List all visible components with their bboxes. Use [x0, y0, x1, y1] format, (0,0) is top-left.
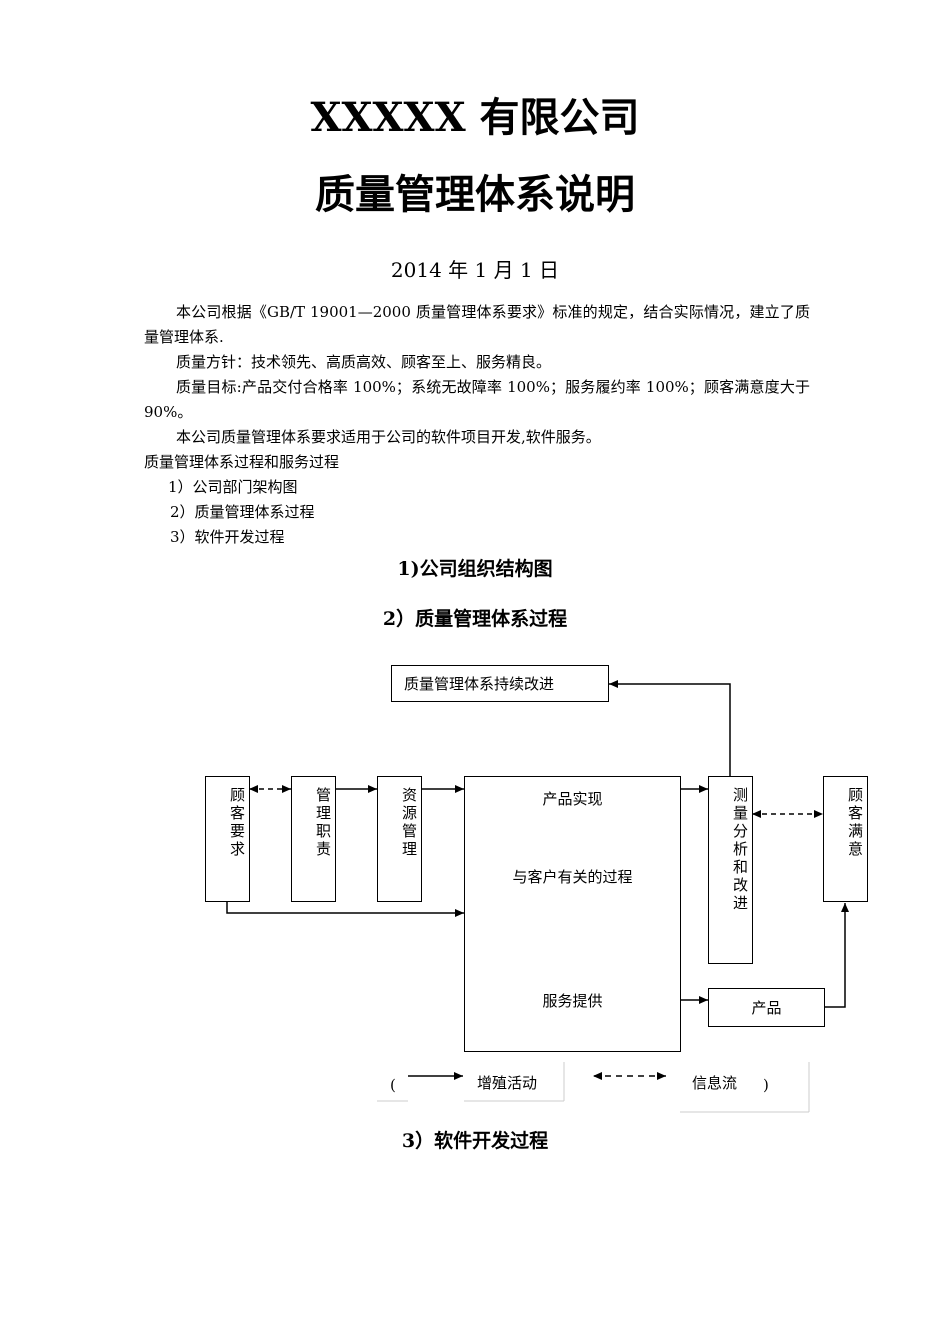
- company-title: XXXXX 有限公司: [310, 94, 640, 141]
- process-heading: 质量管理体系过程和服务过程: [144, 453, 340, 471]
- legend-value-added: 增殖活动: [477, 1074, 538, 1092]
- management-responsibility-box: 管理职责: [291, 776, 336, 902]
- customer-requirements-box: 顾客要求: [205, 776, 250, 902]
- list-item: 3）软件开发过程: [170, 528, 285, 546]
- customer-satisfaction-box: 顾客满意: [823, 776, 868, 902]
- section-heading-qms-process: 2）质量管理体系过程: [382, 608, 568, 630]
- measurement-analysis-box: 测量分析和改进: [708, 776, 753, 964]
- box-label: 顾客要求: [228, 787, 246, 859]
- quality-objective: 质量目标:产品交付合格率 100%；系统无故障率 100%；服务履约率 100%…: [144, 378, 810, 421]
- product-box: 产品: [708, 988, 825, 1027]
- resource-management-box: 资源管理: [377, 776, 422, 902]
- scope-paragraph: 本公司质量管理体系要求适用于公司的软件项目开发,软件服务。: [176, 428, 601, 446]
- legend-open-paren: (: [390, 1076, 396, 1094]
- box-label: 产品: [751, 999, 782, 1017]
- service-provision-label: 服务提供: [542, 992, 603, 1010]
- list-item: 2）质量管理体系过程: [170, 503, 315, 521]
- quality-policy: 质量方针：技术领先、高质高效、顾客至上、服务精良。: [176, 353, 552, 371]
- box-label: 管理职责: [314, 787, 332, 859]
- body-text: 本公司根据《GB/T 19001—2000 质量管理体系要求》标准的规定，结合实…: [144, 300, 810, 550]
- section-heading-dev-process: 3）软件开发过程: [401, 1130, 549, 1152]
- product-realization-box: 产品实现 与客户有关的过程 服务提供: [464, 776, 681, 1052]
- continuous-improvement-box: 质量管理体系持续改进: [391, 665, 609, 702]
- list-item: 1）公司部门架构图: [168, 478, 298, 496]
- document-date: 2014 年 1 月 1 日: [390, 258, 560, 282]
- intro-paragraph: 本公司根据《GB/T 19001—2000 质量管理体系要求》标准的规定，结合实…: [144, 303, 810, 346]
- section-heading-org-chart: 1)公司组织结构图: [397, 558, 553, 580]
- legend-close-paren: ): [763, 1076, 769, 1094]
- box-label: 测量分析和改进: [731, 787, 749, 913]
- box-label: 产品实现: [542, 790, 603, 808]
- box-label: 顾客满意: [846, 787, 864, 859]
- customer-process-label: 与客户有关的过程: [512, 868, 633, 886]
- legend-info-flow: 信息流: [692, 1074, 738, 1092]
- box-label: 质量管理体系持续改进: [404, 675, 555, 693]
- box-label: 资源管理: [400, 787, 418, 859]
- document-title: 质量管理体系说明: [315, 171, 635, 218]
